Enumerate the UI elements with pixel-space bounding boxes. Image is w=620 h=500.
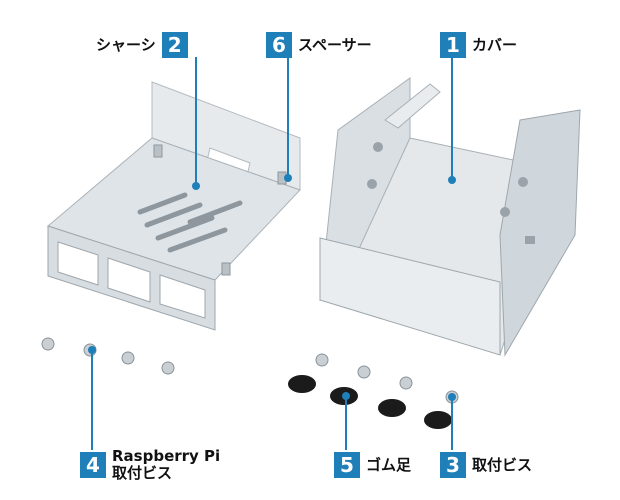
callout-cover: 1 カバー [440,32,517,58]
callout-label: スペーサー [298,35,372,54]
leader-lines [91,57,453,450]
callout-label-line2: 取付ビス [112,464,173,482]
chassis-part [46,81,301,331]
rubber-feet [288,375,452,429]
callout-label: ゴム足 [366,455,412,474]
cover-part [319,77,581,357]
callout-number-badge: 6 [266,32,292,58]
callout-number-badge: 2 [161,32,188,58]
callout-label: カバー [472,35,518,54]
callout-number-badge: 3 [440,452,466,478]
mount-screws [315,353,459,404]
callout-label-group: Raspberry Pi 取付ビス [112,448,220,482]
callout-spacer: 6 スペーサー [266,32,372,58]
callout-label: 取付ビス [472,455,533,474]
callout-rubber-feet: 5 ゴム足 [334,452,411,478]
circle-dot-icon [88,174,456,401]
raspberry-pi-screws [41,337,175,375]
callout-number-badge: 5 [334,452,360,478]
callout-label: シャーシ [96,35,156,54]
callout-number-badge: 1 [440,32,466,58]
callout-number-badge: 4 [80,452,106,478]
callout-chassis: シャーシ 2 [96,32,188,58]
callout-pi-screws: 4 Raspberry Pi 取付ビス [80,448,220,482]
callout-label: Raspberry Pi [112,447,221,465]
callout-mount-screws: 3 取付ビス [440,452,532,478]
